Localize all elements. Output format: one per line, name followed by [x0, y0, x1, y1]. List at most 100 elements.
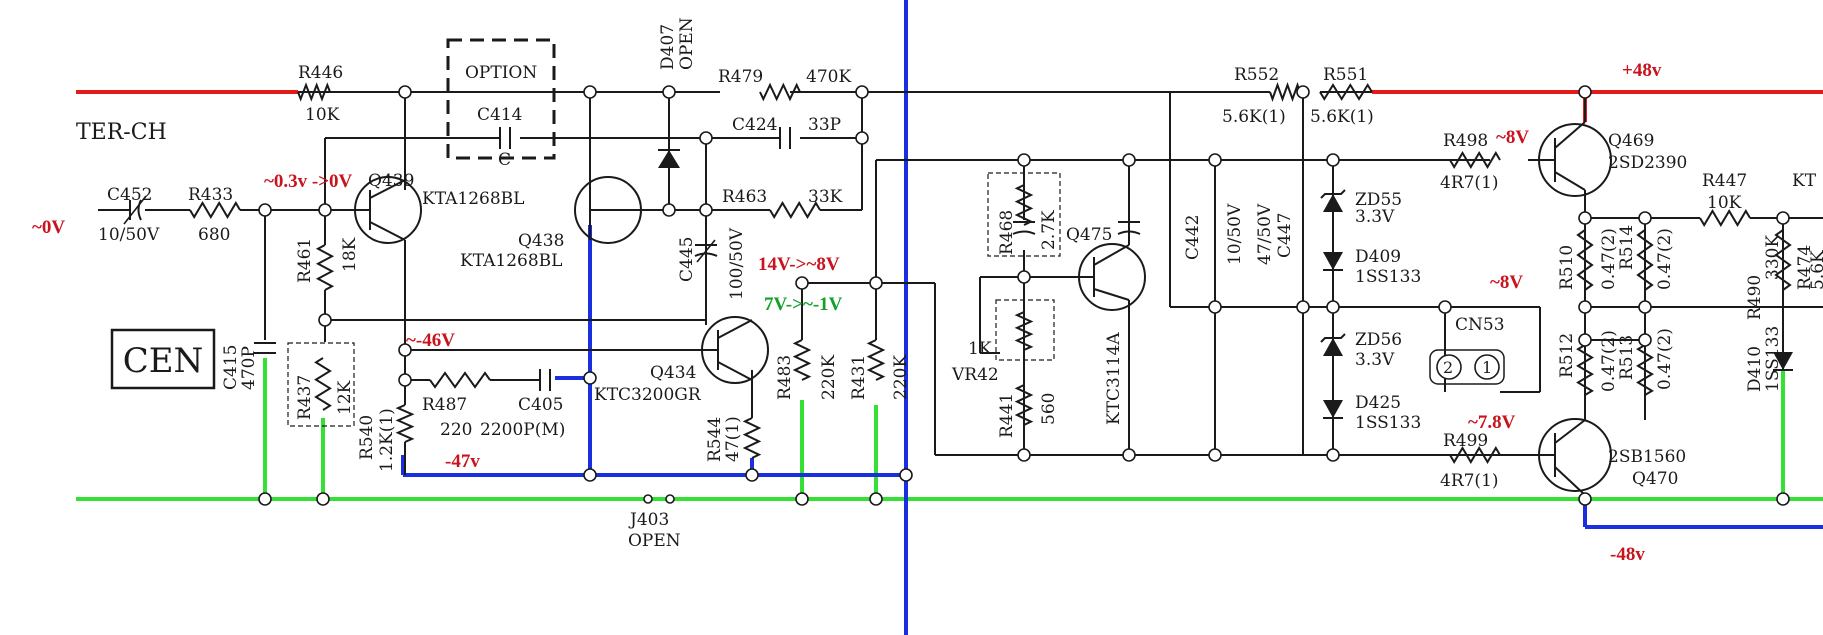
label-r498-value: 4R7(1): [1440, 173, 1499, 193]
label-r552-value: 5.6K(1): [1222, 107, 1286, 127]
label-r487-ref: R487: [422, 395, 467, 415]
annotation-q439-base: ~0.3v ->0V: [264, 171, 353, 192]
label-r433-value: 680: [198, 225, 230, 245]
resistor-r499: [1449, 446, 1501, 464]
diode-d425: [1323, 400, 1343, 419]
label-r446-value: 10K: [305, 105, 340, 125]
capacitor-c445: [694, 239, 718, 263]
label-q439-ref: Q439: [368, 171, 414, 191]
label-d425-value: 1SS133: [1355, 413, 1421, 433]
resistor-r514: [1636, 229, 1654, 291]
annotation-r483-top: 14V->~8V: [758, 254, 840, 275]
label-r483-ref: R483: [775, 355, 795, 400]
label-r551-value: 5.6K(1): [1310, 107, 1374, 127]
label-r544-ref: R544: [705, 417, 725, 462]
label-q434-value: KTC3200GR: [594, 385, 702, 405]
label-r437-ref: R437: [295, 375, 315, 420]
label-r483-value: 220K: [819, 355, 839, 400]
diode-d410: [1773, 352, 1793, 371]
label-r463-value: 33K: [808, 187, 843, 207]
label-c447-value: 47/50V: [1255, 203, 1275, 265]
resistor-r483: [792, 339, 812, 381]
label-d407-ref: D407: [658, 24, 678, 70]
transistor-q439: [354, 176, 422, 244]
label-r540-ref: R540: [357, 415, 377, 460]
resistor-r512: [1576, 344, 1594, 396]
label-r552-ref: R552: [1234, 65, 1279, 85]
resistors: [189, 82, 1792, 464]
resistor-r487: [429, 371, 491, 389]
label-r551-ref: R551: [1323, 65, 1368, 85]
label-q475-ref: Q475: [1066, 225, 1112, 245]
diodes: [658, 149, 1793, 419]
zener-zd55: [1320, 189, 1346, 212]
capacitors: [123, 127, 1141, 391]
label-q438-value: KTA1268BL: [460, 251, 562, 271]
resistor-r540: [395, 404, 415, 443]
label-cn53-pin2: 2: [1443, 358, 1453, 377]
capacitor-c415: [254, 342, 276, 354]
label-r433-ref: R433: [188, 185, 233, 205]
resistor-r447: [1699, 209, 1751, 227]
label-option: OPTION: [465, 63, 537, 83]
label-c415-ref: C415: [221, 345, 241, 390]
label-c424-value: 33P: [808, 115, 841, 135]
label-r479-value: 470K: [806, 67, 851, 87]
resistor-r479: [759, 82, 801, 102]
annotation-input-voltage: ~0V: [32, 217, 65, 238]
label-c405-ref: C405: [518, 395, 563, 415]
label-c452-ref: C452: [107, 185, 152, 205]
voltage-annotations: ~0V ~0.3v ->0V ~-46V -47v 14V->~8V 7V->~…: [32, 60, 1662, 565]
label-r468-value: 2.7K: [1039, 210, 1059, 250]
label-r544-value: 47(1): [723, 416, 743, 462]
label-d407-value: OPEN: [677, 17, 697, 70]
capacitor-c452: [123, 195, 147, 225]
channel-box: CEN: [110, 328, 216, 390]
label-r498-ref: R498: [1443, 131, 1488, 151]
label-r431-value: 220K: [891, 355, 911, 400]
annotation-mid-node: ~8V: [1490, 272, 1523, 293]
resistor-r461: [315, 244, 335, 291]
label-d410-value: 1SS133: [1763, 326, 1783, 392]
resistor-r468: [1014, 184, 1034, 226]
resistor-vr42: [1014, 311, 1034, 351]
annotation-q434-emitter: -47v: [445, 451, 480, 472]
label-zd55-value: 3.3V: [1355, 207, 1395, 227]
label-c442-value: 10/50V: [1225, 203, 1245, 265]
annotation-q469-base: ~8V: [1496, 127, 1529, 148]
annotation-q434-base: ~-46V: [406, 330, 455, 351]
label-r441-value: 560: [1039, 393, 1059, 425]
label-r514-value: 0.47(2): [1655, 228, 1675, 290]
annotation-rail-negative: -48v: [1610, 544, 1645, 565]
label-j403-value: OPEN: [628, 531, 681, 551]
resistor-r437: [314, 357, 332, 411]
annotation-rail-positive: +48v: [1622, 60, 1662, 81]
label-zd55-ref: ZD55: [1355, 190, 1402, 210]
label-r540-value: 1.2K(1): [377, 408, 397, 472]
label-c424-ref: C424: [732, 115, 777, 135]
component-labels: R446 10K OPTION C414 C D407 OPEN R479 47…: [98, 17, 1823, 551]
label-r510-value: 0.47(2): [1599, 228, 1619, 290]
resistor-r490: [1774, 229, 1792, 291]
junctions: [258, 85, 1790, 506]
label-q470-value: 2SB1560: [1608, 447, 1686, 467]
channel-box-label: CEN: [123, 341, 204, 381]
label-q475-value: KTC3114A: [1104, 332, 1124, 425]
label-r446-ref: R446: [298, 63, 343, 83]
channel-label: TER-CH: [76, 120, 167, 145]
option-boxes: [287, 38, 1061, 427]
diode-d409: [1323, 252, 1343, 271]
label-c445-ref: C445: [677, 237, 697, 282]
label-cn53-ref: CN53: [1455, 315, 1505, 335]
label-r463-ref: R463: [722, 187, 767, 207]
label-r447-value: 10K: [1707, 193, 1742, 213]
resistor-r498: [1449, 151, 1501, 169]
transistors: [354, 121, 1612, 496]
label-zd56-ref: ZD56: [1355, 330, 1402, 350]
label-r447-ref: R447: [1702, 171, 1747, 191]
label-r510-ref: R510: [1557, 245, 1577, 290]
resistor-r446: [297, 82, 331, 102]
label-c442-ref: C442: [1183, 215, 1203, 260]
resistor-r544: [742, 417, 762, 459]
connector-cn53: [1429, 349, 1505, 385]
